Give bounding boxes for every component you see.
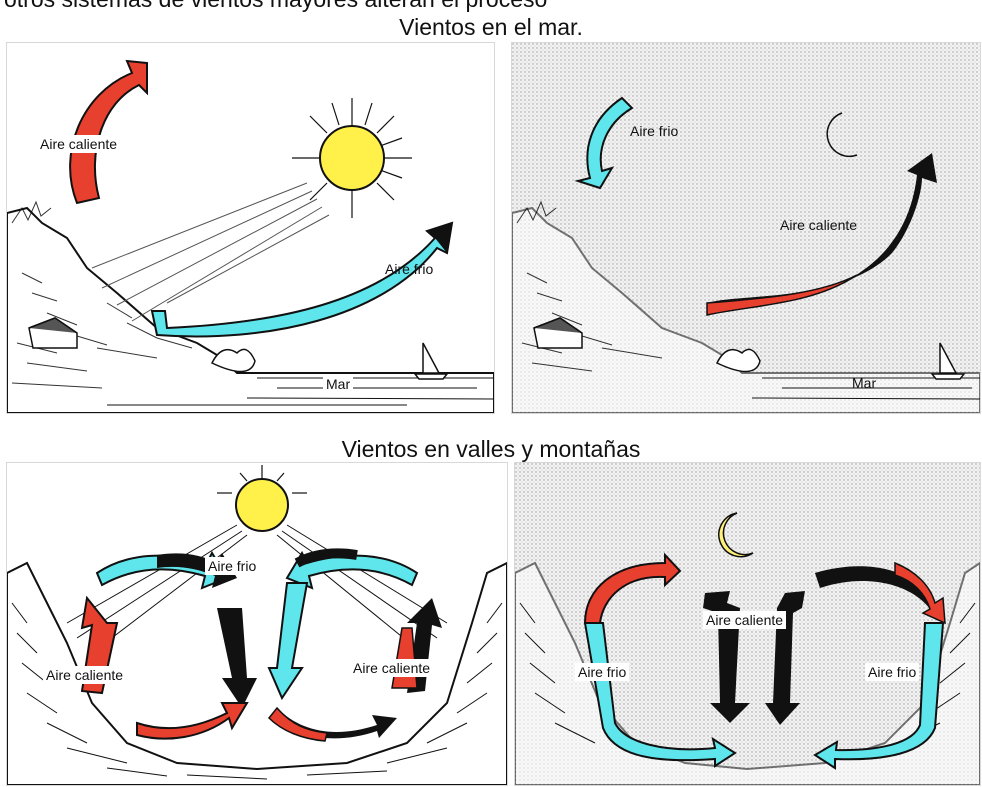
sea-day-hills: [7, 208, 494, 413]
sun-icon: [217, 465, 307, 531]
valley-day-warm-left-label: Aire caliente: [43, 666, 126, 684]
sea-day-cold-label: Aire frio: [385, 261, 433, 277]
sea-night-panel: Aire frio Aire caliente Mar: [511, 42, 981, 414]
sea-day-warm-label: Aire caliente: [37, 135, 120, 153]
cold-air-arrow: [152, 223, 452, 336]
top-cut-text: otros sistemas de vientos mayores altera…: [0, 0, 982, 13]
sea-day-panel: Aire caliente Aire frio Mar: [6, 42, 495, 414]
sun-icon: [292, 98, 412, 218]
sea-day-sea-label: Mar: [323, 375, 353, 393]
valley-day-cold-label: Aire frio: [205, 557, 259, 575]
warm-air-arrow: [70, 61, 147, 203]
valley-night-cold-left-label: Aire frio: [575, 663, 629, 681]
sea-night-cold-label: Aire frio: [630, 123, 678, 139]
valley-day-panel: Aire frio Aire caliente Aire caliente: [6, 462, 508, 786]
sea-night-sea-label: Mar: [852, 375, 876, 391]
sea-night-warm-label: Aire caliente: [780, 217, 857, 233]
valley-night-cold-right-label: Aire frio: [865, 663, 919, 681]
section-valley-title: Vientos en valles y montañas: [0, 436, 982, 463]
valley-day-warm-right-label: Aire caliente: [350, 659, 433, 677]
sailboat-icon: [415, 343, 447, 379]
valley-night-warm-label: Aire caliente: [703, 611, 786, 629]
valley-night-panel: Aire caliente Aire frio Aire frio: [514, 462, 981, 786]
section-sea-title: Vientos en el mar.: [0, 14, 982, 41]
